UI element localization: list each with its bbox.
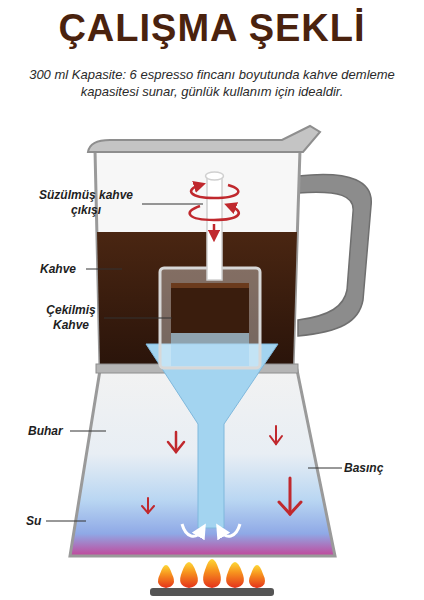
flame	[180, 562, 198, 588]
title: ÇALIŞMA ŞEKLİ	[0, 6, 424, 50]
pressure-arrow	[275, 426, 277, 444]
central-column	[207, 176, 222, 280]
filter-basket	[160, 268, 260, 368]
part-label: Çekilmiş Kahve	[38, 303, 104, 333]
leader-line	[46, 521, 86, 522]
part-label: Su	[26, 514, 46, 529]
upper-chamber	[95, 150, 300, 368]
leader-line	[86, 269, 122, 270]
intake-arrow	[182, 524, 202, 536]
pressure-arrow	[175, 432, 178, 452]
pressure-arrow	[289, 478, 292, 514]
caption: 300 ml Kapasite: 6 espresso fincanı boyu…	[20, 66, 404, 100]
flame	[249, 565, 265, 588]
flow-arrow	[213, 224, 216, 236]
ground-coffee	[171, 283, 249, 333]
burner	[150, 588, 274, 596]
lid-spout	[88, 126, 320, 152]
basket-water	[171, 333, 249, 366]
part-label: Kahve	[40, 262, 86, 277]
funnel	[146, 344, 278, 528]
flame	[226, 562, 244, 588]
part-label: Buhar	[28, 424, 70, 439]
flow-arrow	[191, 185, 238, 198]
column-cap	[206, 172, 224, 180]
leader-line	[70, 431, 106, 432]
flow-arrow	[190, 206, 239, 220]
leader-line	[142, 204, 203, 205]
handle	[298, 174, 371, 336]
part-label: Süzülmüş kahve çıkışı	[30, 188, 142, 218]
intake-arrow	[220, 524, 240, 536]
flame	[203, 559, 221, 588]
leader-line	[104, 318, 172, 319]
ground-coffee-top	[171, 283, 249, 288]
pressure-arrow	[147, 498, 149, 513]
leader-line	[308, 468, 342, 469]
part-label: Basınç	[344, 461, 404, 476]
flame	[158, 565, 174, 588]
